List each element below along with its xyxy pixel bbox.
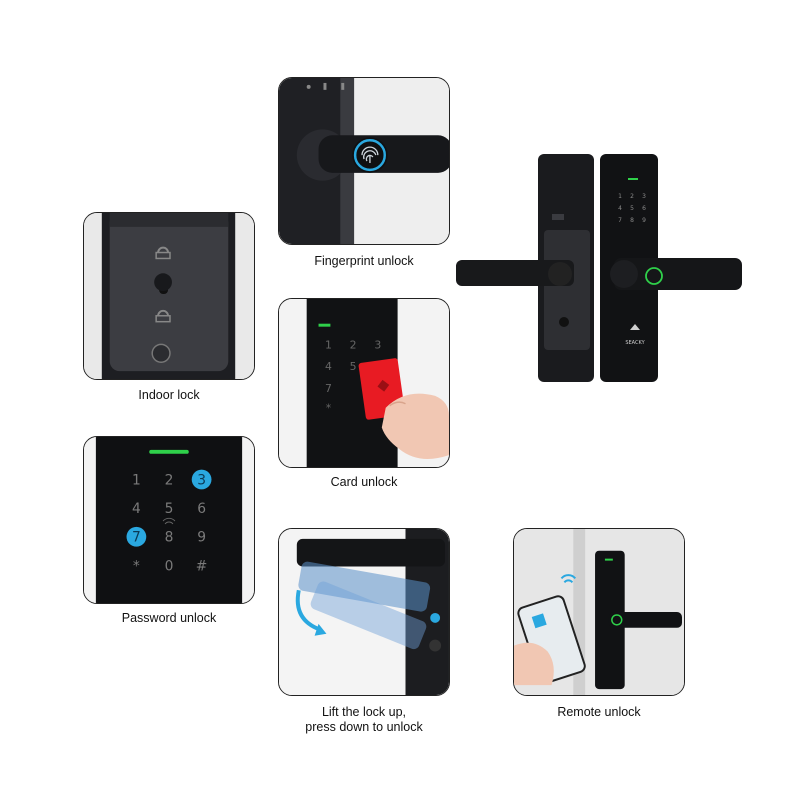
lift-caption: Lift the lock up, press down to unlock <box>258 705 470 735</box>
wifi-icon <box>560 574 577 584</box>
hand-holding-phone <box>514 642 554 686</box>
fingerprint-icon <box>361 146 379 163</box>
card-key-7: 7 <box>325 382 332 395</box>
password-key-9: 9 <box>197 530 206 546</box>
lift-caption-line1: Lift the lock up, <box>321 705 407 719</box>
card-caption: Card unlock <box>330 475 398 489</box>
password-key-hash: # <box>196 558 208 574</box>
indoor-handle <box>456 260 574 286</box>
outdoor-handle <box>614 258 742 290</box>
indoor-lock-photo <box>84 213 254 379</box>
handle-motion-photo <box>279 529 449 695</box>
handle-upper <box>296 538 446 567</box>
overview-key-5: 5 <box>630 205 634 212</box>
card-key-2: 2 <box>350 338 357 351</box>
password-key-7: 7 <box>132 530 141 546</box>
fingerprint-caption: Fingerprint unlock <box>314 254 414 268</box>
lift-caption-line2: press down to unlock <box>305 720 423 734</box>
fingerprint-unlock-panel <box>278 77 450 245</box>
brand-logo: SEACKY <box>625 324 646 346</box>
highlight-key-7 <box>126 526 147 547</box>
password-key-6: 6 <box>197 501 206 517</box>
overview-key-7: 7 <box>618 217 622 224</box>
down-arrow-icon <box>295 589 322 632</box>
highlight-key-3 <box>191 469 212 490</box>
overview-key-9: 9 <box>642 217 646 224</box>
remote-unlock-photo <box>514 529 684 695</box>
overview-key-8: 8 <box>630 217 634 224</box>
lock-closed-icon <box>157 246 169 253</box>
remote-caption: Remote unlock <box>557 705 641 719</box>
card-key-star: * <box>326 402 332 415</box>
password-lock-photo: 1 2 3 4 5 6 7 8 9 * 0 # <box>84 437 254 603</box>
hand-image <box>381 393 449 459</box>
fingerprint-ring-icon <box>353 139 386 172</box>
remote-unlock-panel <box>513 528 685 696</box>
card-key-5: 5 <box>350 360 357 373</box>
password-caption: Password unlock <box>121 611 217 625</box>
outdoor-keypad: 1 2 3 4 5 6 7 8 9 <box>618 193 646 224</box>
password-green-indicator <box>149 449 189 454</box>
password-key-3: 3 <box>197 472 206 488</box>
password-key-8: 8 <box>165 530 174 546</box>
outdoor-fingerprint-ring <box>645 267 663 285</box>
overview-key-6: 6 <box>642 205 646 212</box>
overview-key-3: 3 <box>642 193 646 200</box>
password-key-2: 2 <box>165 472 174 488</box>
password-key-star: * <box>133 558 140 574</box>
outdoor-green-indicator <box>628 178 638 180</box>
password-key-1: 1 <box>132 472 141 488</box>
indoor-button <box>151 343 171 363</box>
fingerprint-lock-photo <box>279 78 449 244</box>
handle-blue-dot <box>430 612 441 623</box>
product-overview: 1 2 3 4 5 6 7 8 9 SEACKY <box>456 154 742 382</box>
card-unlock-panel: 1 2 3 4 5 7 * <box>278 298 450 468</box>
card-lock-photo: 1 2 3 4 5 7 * <box>279 299 449 467</box>
card-key-3: 3 <box>374 338 381 351</box>
rfid-icon <box>162 517 176 525</box>
lock-open-icon <box>157 309 169 316</box>
overview-key-4: 4 <box>618 205 622 212</box>
password-key-5: 5 <box>165 501 174 517</box>
remote-handle <box>608 612 682 628</box>
overview-key-2: 2 <box>630 193 634 200</box>
password-key-0: 0 <box>165 558 174 574</box>
indoor-caption: Indoor lock <box>138 388 200 402</box>
indoor-lock-panel <box>83 212 255 380</box>
card-key-1: 1 <box>325 338 332 351</box>
overview-key-1: 1 <box>618 193 622 200</box>
password-unlock-panel: 1 2 3 4 5 6 7 8 9 * 0 # <box>83 436 255 604</box>
svg-text:SEACKY: SEACKY <box>625 340 645 346</box>
password-key-4: 4 <box>132 501 141 517</box>
card-key-4: 4 <box>325 360 332 373</box>
lift-unlock-panel <box>278 528 450 696</box>
card-green-indicator <box>318 323 331 327</box>
